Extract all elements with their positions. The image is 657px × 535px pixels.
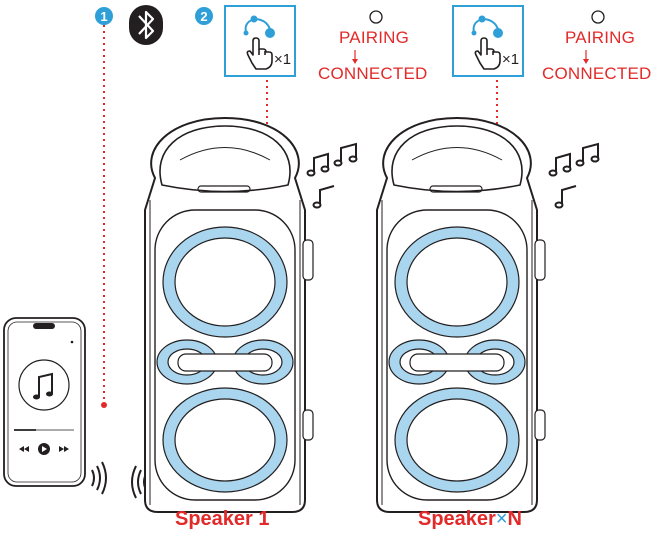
led-indicator-right <box>591 10 605 24</box>
press-count-right: ×1 <box>502 51 520 68</box>
step-1-badge: 1 <box>95 7 113 25</box>
status-pairing-left: PAIRING <box>339 28 410 47</box>
hand-press-icon <box>246 37 273 70</box>
previous-icon <box>19 446 29 452</box>
led-indicator-left <box>369 10 383 24</box>
hand-press-icon <box>474 37 501 70</box>
bluetooth-icon <box>129 5 163 45</box>
music-notes-icon <box>306 142 358 209</box>
music-notes-icon-right <box>548 142 600 209</box>
speaker-1 <box>144 116 314 513</box>
status-arrow-left <box>352 50 358 64</box>
step-2-badge: 2 <box>195 7 213 25</box>
party-link-icon <box>243 15 275 38</box>
status-arrow-right <box>583 50 589 64</box>
party-link-icon <box>471 15 503 38</box>
speaker-n-caption: Speaker×N <box>418 508 522 531</box>
press-count-left: ×1 <box>274 51 292 68</box>
status-connected-left: CONNECTED <box>318 64 428 83</box>
status-pairing-right: PAIRING <box>565 28 636 47</box>
smartphone <box>3 317 86 487</box>
music-note-icon <box>33 372 53 400</box>
party-link-button-left[interactable]: ×1 <box>224 5 296 77</box>
speaker-n-mult: × <box>495 508 508 530</box>
speaker-n-prefix: Speaker <box>418 508 496 530</box>
play-icon <box>38 443 50 455</box>
speaker-n <box>376 116 546 513</box>
speaker-1-caption: Speaker 1 <box>175 508 270 530</box>
party-link-button-right[interactable]: ×1 <box>452 5 524 77</box>
speaker-n-count: N <box>507 508 522 530</box>
signal-waves-icon-speaker <box>131 465 147 499</box>
next-icon <box>59 446 69 452</box>
signal-waves-icon <box>91 461 107 495</box>
status-connected-right: CONNECTED <box>542 64 652 83</box>
